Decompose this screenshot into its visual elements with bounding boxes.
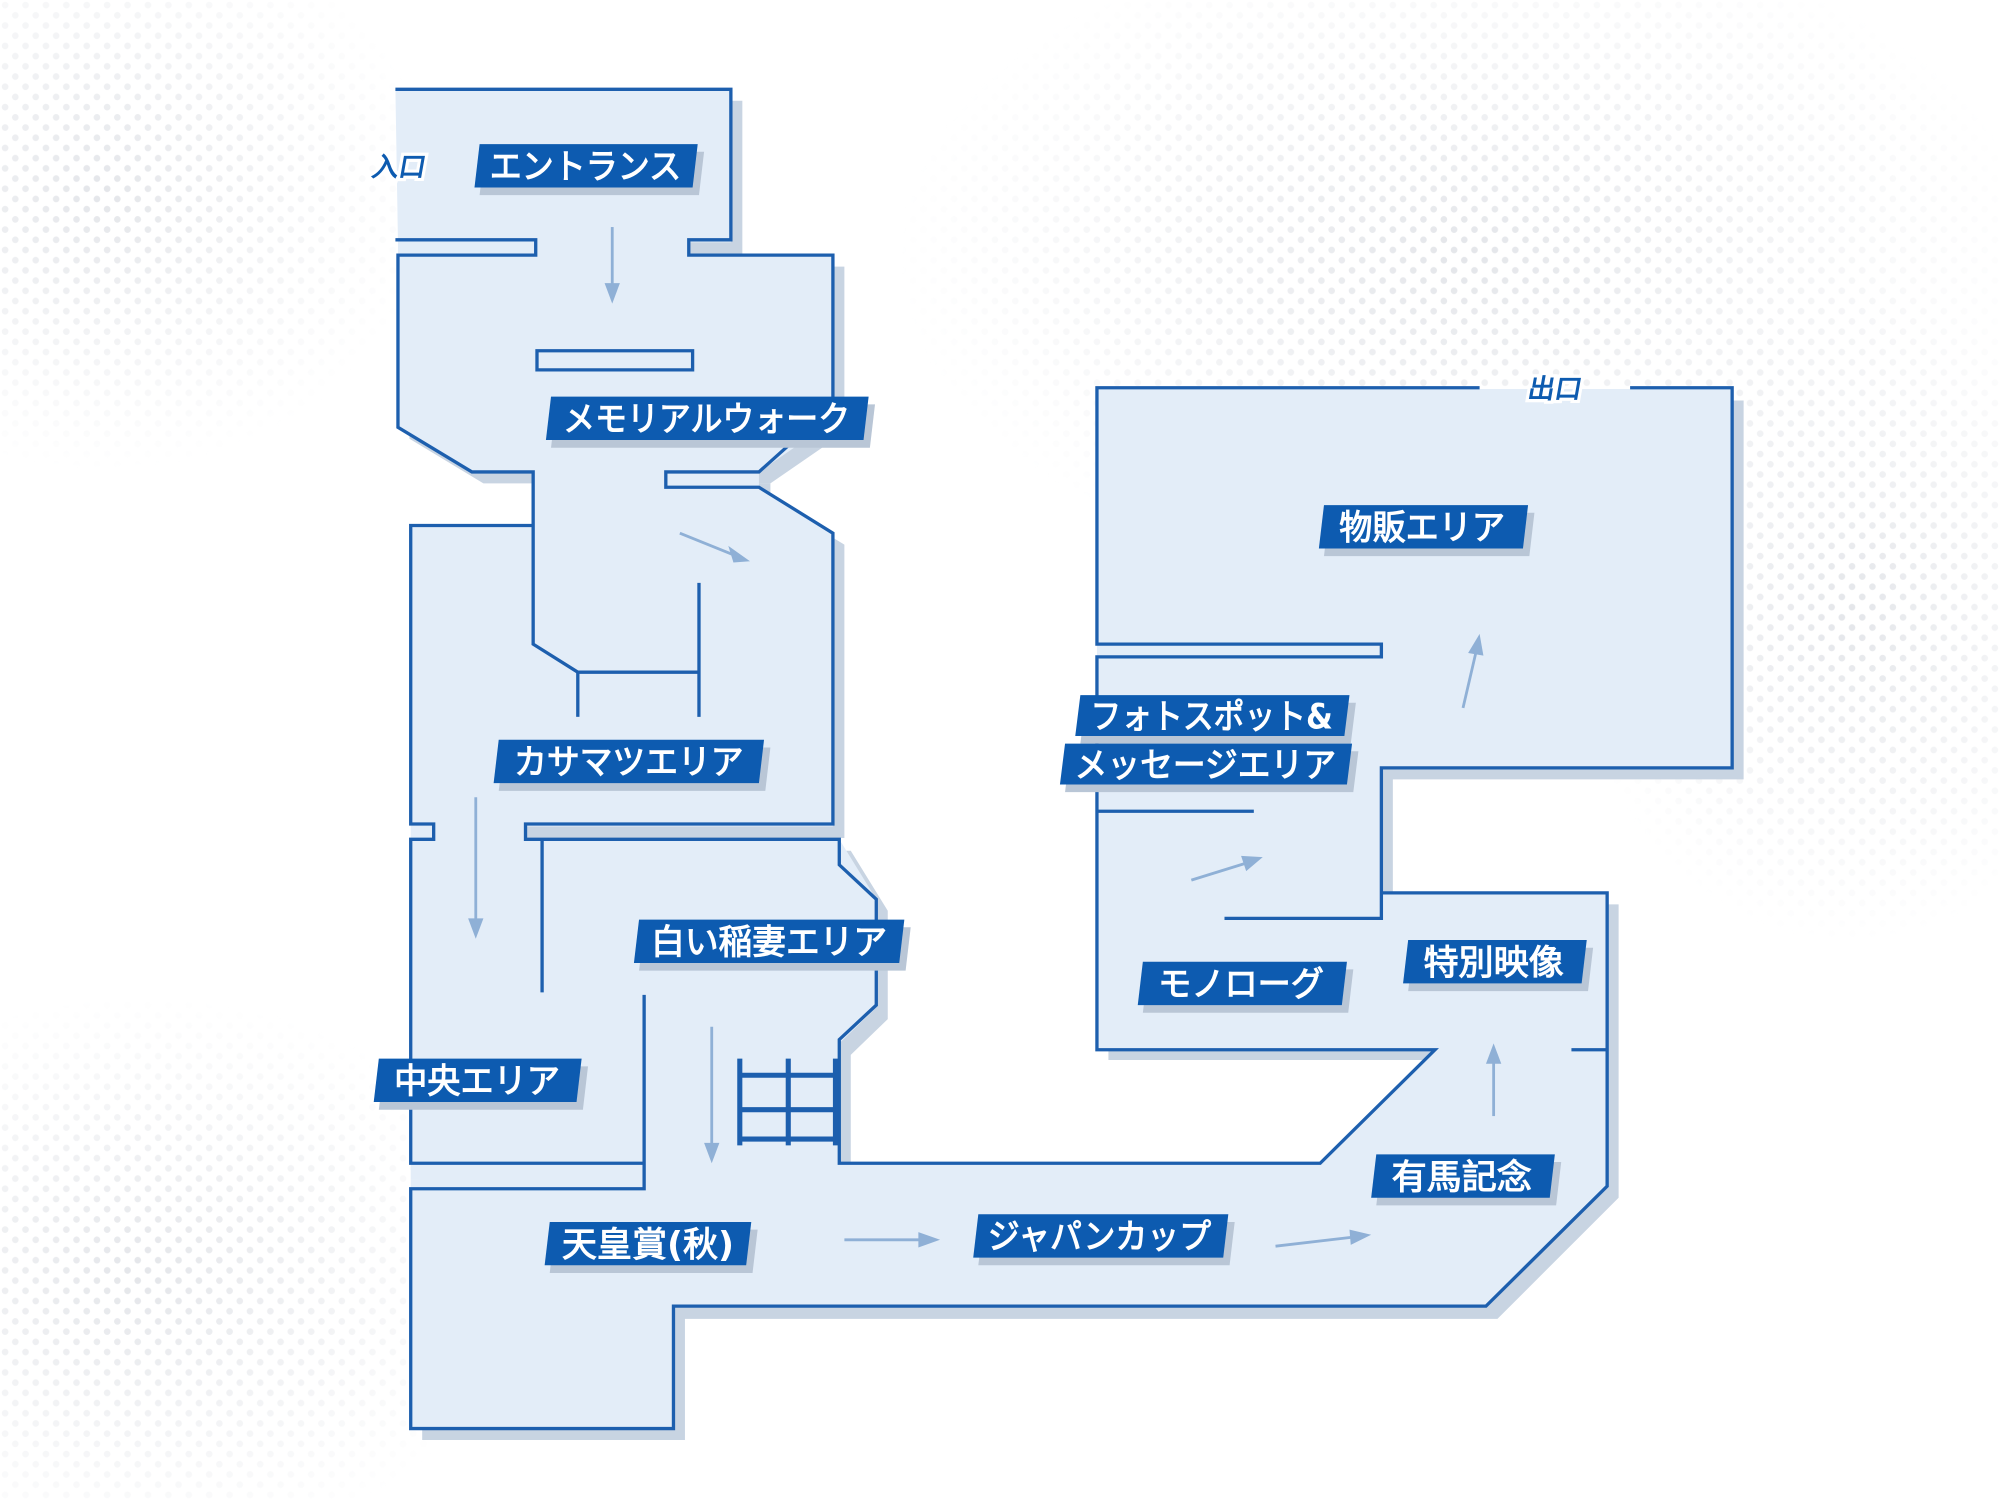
entrance-sign: 入口	[370, 152, 429, 183]
arrow-icon	[1485, 1043, 1502, 1117]
area-label-arima-kinen: 有馬記念	[1371, 1154, 1562, 1206]
svg-text:天皇賞(秋): 天皇賞(秋)	[562, 1225, 734, 1265]
svg-text:白い稲妻エリア: 白い稲妻エリア	[651, 923, 887, 963]
area-label-entrance: エントランス	[474, 144, 705, 196]
arrow-icon	[704, 1026, 720, 1164]
svg-text:モノローグ: モノローグ	[1158, 965, 1324, 1005]
area-label-japan-cup: ジャパンカップ	[973, 1214, 1235, 1266]
arrow-icon	[844, 1232, 941, 1248]
svg-text:中央エリア: 中央エリア	[394, 1062, 560, 1102]
area-label-tenno-sho-autumn: 天皇賞(秋)	[544, 1221, 758, 1273]
svg-text:カサマツエリア: カサマツエリア	[514, 743, 744, 783]
exit-sign: 出口	[1526, 374, 1585, 405]
arrow-icon	[1275, 1229, 1372, 1248]
arrow-icon	[604, 227, 620, 304]
route-arrows	[468, 227, 1502, 1248]
svg-text:エントランス: エントランス	[490, 148, 681, 188]
arrow-icon	[679, 531, 750, 563]
area-label-monologue: モノローグ	[1137, 961, 1354, 1013]
arrow-icon	[1190, 855, 1263, 882]
area-label-merchandise: 物販エリア	[1318, 505, 1535, 557]
svg-text:ジャパンカップ: ジャパンカップ	[988, 1218, 1212, 1258]
arrow-icon	[1461, 633, 1484, 709]
area-label-photo-spot: フォトスポット& メッセージエリア	[1059, 695, 1359, 793]
svg-text:メモリアルウォーク: メモリアルウォーク	[563, 400, 850, 440]
svg-text:物販エリア: 物販エリア	[1339, 509, 1505, 549]
arrow-icon	[468, 797, 484, 939]
area-label-central: 中央エリア	[373, 1058, 589, 1110]
area-label-special-video: 特別映像	[1403, 940, 1594, 992]
svg-text:メッセージエリア: メッセージエリア	[1075, 746, 1336, 786]
area-label-memorial-walk: メモリアルウォーク	[545, 396, 875, 448]
area-label-kasamatsu: カサマツエリア	[493, 739, 771, 791]
stairs-icon	[737, 1058, 839, 1146]
svg-text:特別映像: 特別映像	[1423, 943, 1564, 983]
svg-text:フォトスポット&: フォトスポット&	[1091, 697, 1333, 737]
area-labels: エントランス メモリアルウォーク カサマツエリア 白い稲妻エリア 中央エリア 天…	[373, 144, 1594, 1273]
svg-text:有馬記念: 有馬記念	[1392, 1158, 1533, 1198]
area-label-white-lightning: 白い稲妻エリア	[633, 919, 911, 971]
